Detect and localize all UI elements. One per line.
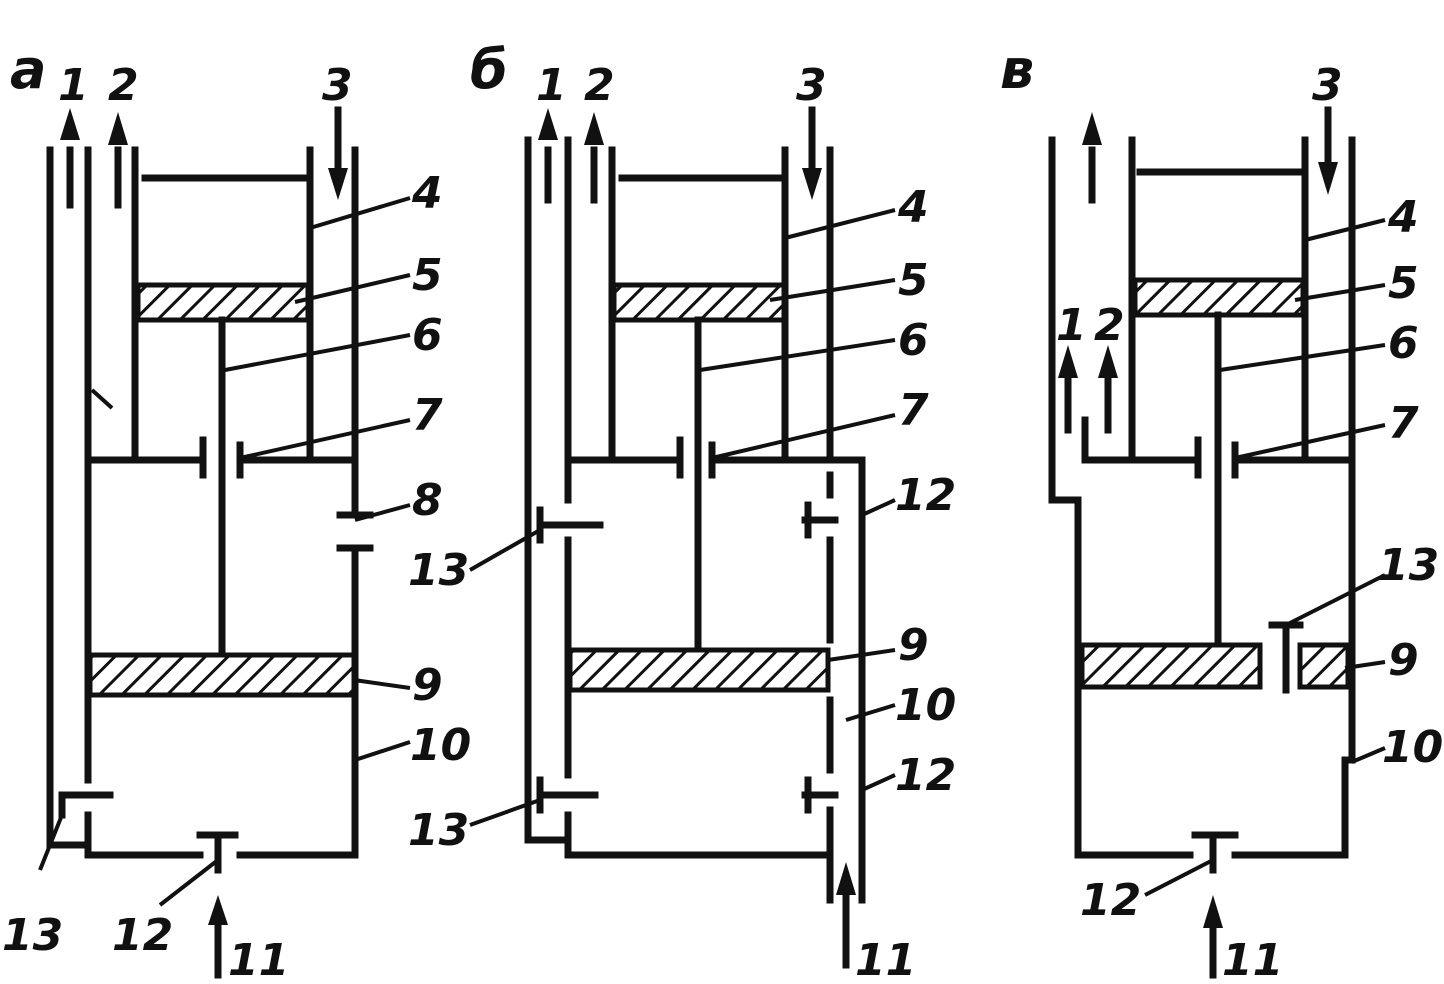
panel-a-arrow-11 <box>208 895 228 979</box>
panel-b-label-3: 3 <box>796 60 827 111</box>
panel-b-label-13-lower: 13 <box>408 805 469 856</box>
panel-a-label-2: 2 <box>108 60 139 111</box>
panel-c-label-9: 9 <box>1388 635 1419 686</box>
panel-c-arrow-3 <box>1318 106 1338 195</box>
panel-b-letter: б <box>470 38 508 101</box>
panel-b-arrow-2 <box>584 112 604 204</box>
panel-a-label-11: 11 <box>228 935 289 984</box>
panel-c-label-12: 12 <box>1080 875 1141 926</box>
panel-a-arrow-2 <box>108 112 128 209</box>
panel-c-letter: в <box>1000 38 1034 101</box>
panel-a-label-6: 6 <box>412 310 443 361</box>
panel-b: б <box>408 38 956 984</box>
panel-a-letter: а <box>10 38 46 101</box>
panel-c-label-10: 10 <box>1382 722 1443 773</box>
panel-c-label-5: 5 <box>1388 258 1419 309</box>
panel-a-label-13: 13 <box>2 910 63 961</box>
panel-a-label-1: 1 <box>58 60 89 111</box>
panel-c-label-4: 4 <box>1387 192 1419 243</box>
panel-c-arrow-top-left <box>1082 112 1102 204</box>
panel-b-label-2: 2 <box>584 60 615 111</box>
panel-a-label-3: 3 <box>322 60 353 111</box>
panel-b-label-10: 10 <box>895 680 956 731</box>
panel-c-label-1: 1 <box>1056 300 1087 351</box>
panel-c-arrow-2 <box>1098 345 1118 434</box>
panel-a-label-4: 4 <box>411 168 443 219</box>
panel-b-label-7: 7 <box>898 385 929 436</box>
panel-b-arrow-1 <box>538 108 558 204</box>
panel-b-label-13-upper: 13 <box>408 545 469 596</box>
panel-c-piston-9-right <box>1297 642 1351 690</box>
panel-c-label-3: 3 <box>1312 60 1343 111</box>
panel-a: а <box>2 38 471 984</box>
panel-a-piston-5 <box>135 282 311 323</box>
panel-b-label-5: 5 <box>898 255 929 306</box>
panel-b-label-1: 1 <box>536 60 567 111</box>
panel-a-label-5: 5 <box>412 250 443 301</box>
panel-c-label-11: 11 <box>1222 935 1283 984</box>
panel-b-arrow-3 <box>802 106 822 200</box>
panel-c-arrow-1 <box>1058 345 1078 434</box>
panel-a-piston-9 <box>87 652 357 698</box>
panel-c-piston-5 <box>1132 277 1306 318</box>
panel-b-arrow-11 <box>836 862 856 969</box>
panel-a-arrow-3 <box>328 106 348 200</box>
panel-a-arrow-1 <box>60 108 80 209</box>
panel-b-label-12-lower: 12 <box>895 750 956 801</box>
panel-b-label-4: 4 <box>897 182 929 233</box>
panel-a-label-10: 10 <box>410 720 471 771</box>
panel-c-label-13: 13 <box>1378 540 1439 591</box>
panel-a-label-7: 7 <box>412 390 443 441</box>
panel-c-outer-wall <box>1048 136 1194 859</box>
panel-c-label-2: 2 <box>1094 300 1125 351</box>
panel-b-piston-5 <box>611 282 787 323</box>
panel-a-label-12: 12 <box>112 910 173 961</box>
panel-c-label-6: 6 <box>1388 318 1419 369</box>
panel-a-label-8: 8 <box>412 475 443 526</box>
panel-b-label-12-upper: 12 <box>895 470 956 521</box>
panel-b-label-9: 9 <box>898 620 929 671</box>
panel-b-label-11: 11 <box>855 935 916 984</box>
panel-b-piston-9 <box>567 647 831 693</box>
panel-c: в <box>1000 38 1443 984</box>
panel-c-piston-9-left <box>1079 642 1263 690</box>
panel-a-label-9: 9 <box>412 660 443 711</box>
panel-c-arrow-11 <box>1203 895 1223 979</box>
panel-c-label-7: 7 <box>1388 398 1419 449</box>
panel-b-label-6: 6 <box>898 315 929 366</box>
